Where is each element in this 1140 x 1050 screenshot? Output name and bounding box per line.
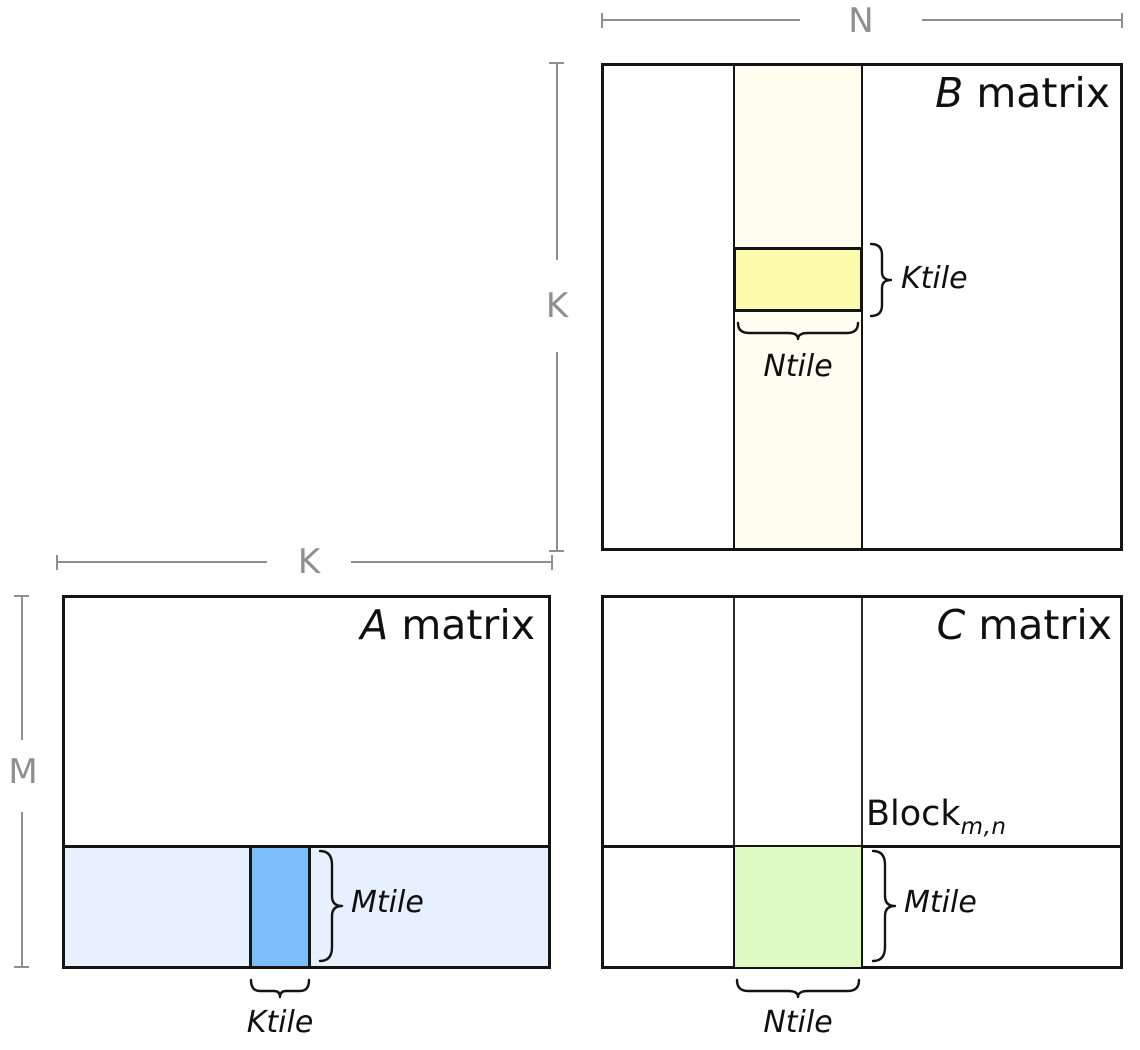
c-mtile-label: Mtile	[904, 885, 977, 920]
a-mtile-brace-icon	[318, 849, 344, 963]
c-matrix-block-tile	[733, 845, 863, 969]
a-matrix-letter: A	[360, 601, 389, 649]
c-ntile-label: Ntile	[763, 1005, 833, 1040]
c-ntile-brace-icon	[735, 978, 861, 999]
b-matrix	[601, 63, 1123, 551]
c-matrix-title: C matrix	[862, 602, 1112, 648]
c-matrix-letter: C	[936, 601, 966, 649]
m-dim-segment-bottom	[21, 812, 23, 967]
a-ktile-label: Ktile	[246, 1005, 314, 1040]
c-matrix-title-suffix: matrix	[965, 601, 1112, 649]
k-dim-b-segment-bottom	[556, 352, 558, 551]
m-dim-tick-bottom	[14, 966, 29, 968]
k-dim-a-tick-right	[551, 555, 553, 570]
c-block-label-subscript: m,n	[960, 814, 1007, 840]
k-dim-a-segment-right	[351, 561, 553, 563]
b-matrix-letter: B	[935, 69, 964, 117]
b-matrix-ktile-tile	[733, 247, 863, 312]
b-matrix-title: B matrix	[860, 70, 1110, 116]
c-matrix-column-line-right	[861, 598, 863, 845]
m-dim-segment-top	[21, 596, 23, 740]
b-matrix-title-suffix: matrix	[963, 69, 1110, 117]
b-ktile-label: Ktile	[901, 261, 968, 296]
a-ktile-brace-icon	[249, 978, 311, 999]
a-mtile-label: Mtile	[351, 885, 424, 920]
a-matrix-ktile-tile	[249, 845, 311, 969]
k-dim-b-tick-bottom	[549, 550, 564, 552]
c-matrix-column-line-left	[733, 598, 735, 845]
n-dim-segment-left	[602, 19, 800, 21]
b-ktile-brace-icon	[869, 242, 893, 318]
n-dim-label: N	[848, 1, 874, 41]
b-ntile-label: Ntile	[763, 349, 833, 384]
c-block-label-text: Block	[866, 794, 961, 834]
n-dim-segment-right	[922, 19, 1122, 21]
a-matrix-title-suffix: matrix	[388, 601, 535, 649]
a-matrix-title: A matrix	[285, 602, 535, 648]
c-block-label: Blockm,n	[866, 794, 1006, 847]
k-dim-b-segment-top	[556, 63, 558, 260]
b-ntile-brace-icon	[736, 321, 860, 341]
k-dim-b-label: K	[545, 286, 569, 326]
k-dim-a-label: K	[297, 542, 321, 582]
n-dim-tick-right	[1121, 13, 1123, 28]
c-mtile-brace-icon	[871, 849, 897, 963]
m-dim-label: M	[8, 752, 38, 792]
k-dim-a-segment-left	[57, 561, 267, 563]
